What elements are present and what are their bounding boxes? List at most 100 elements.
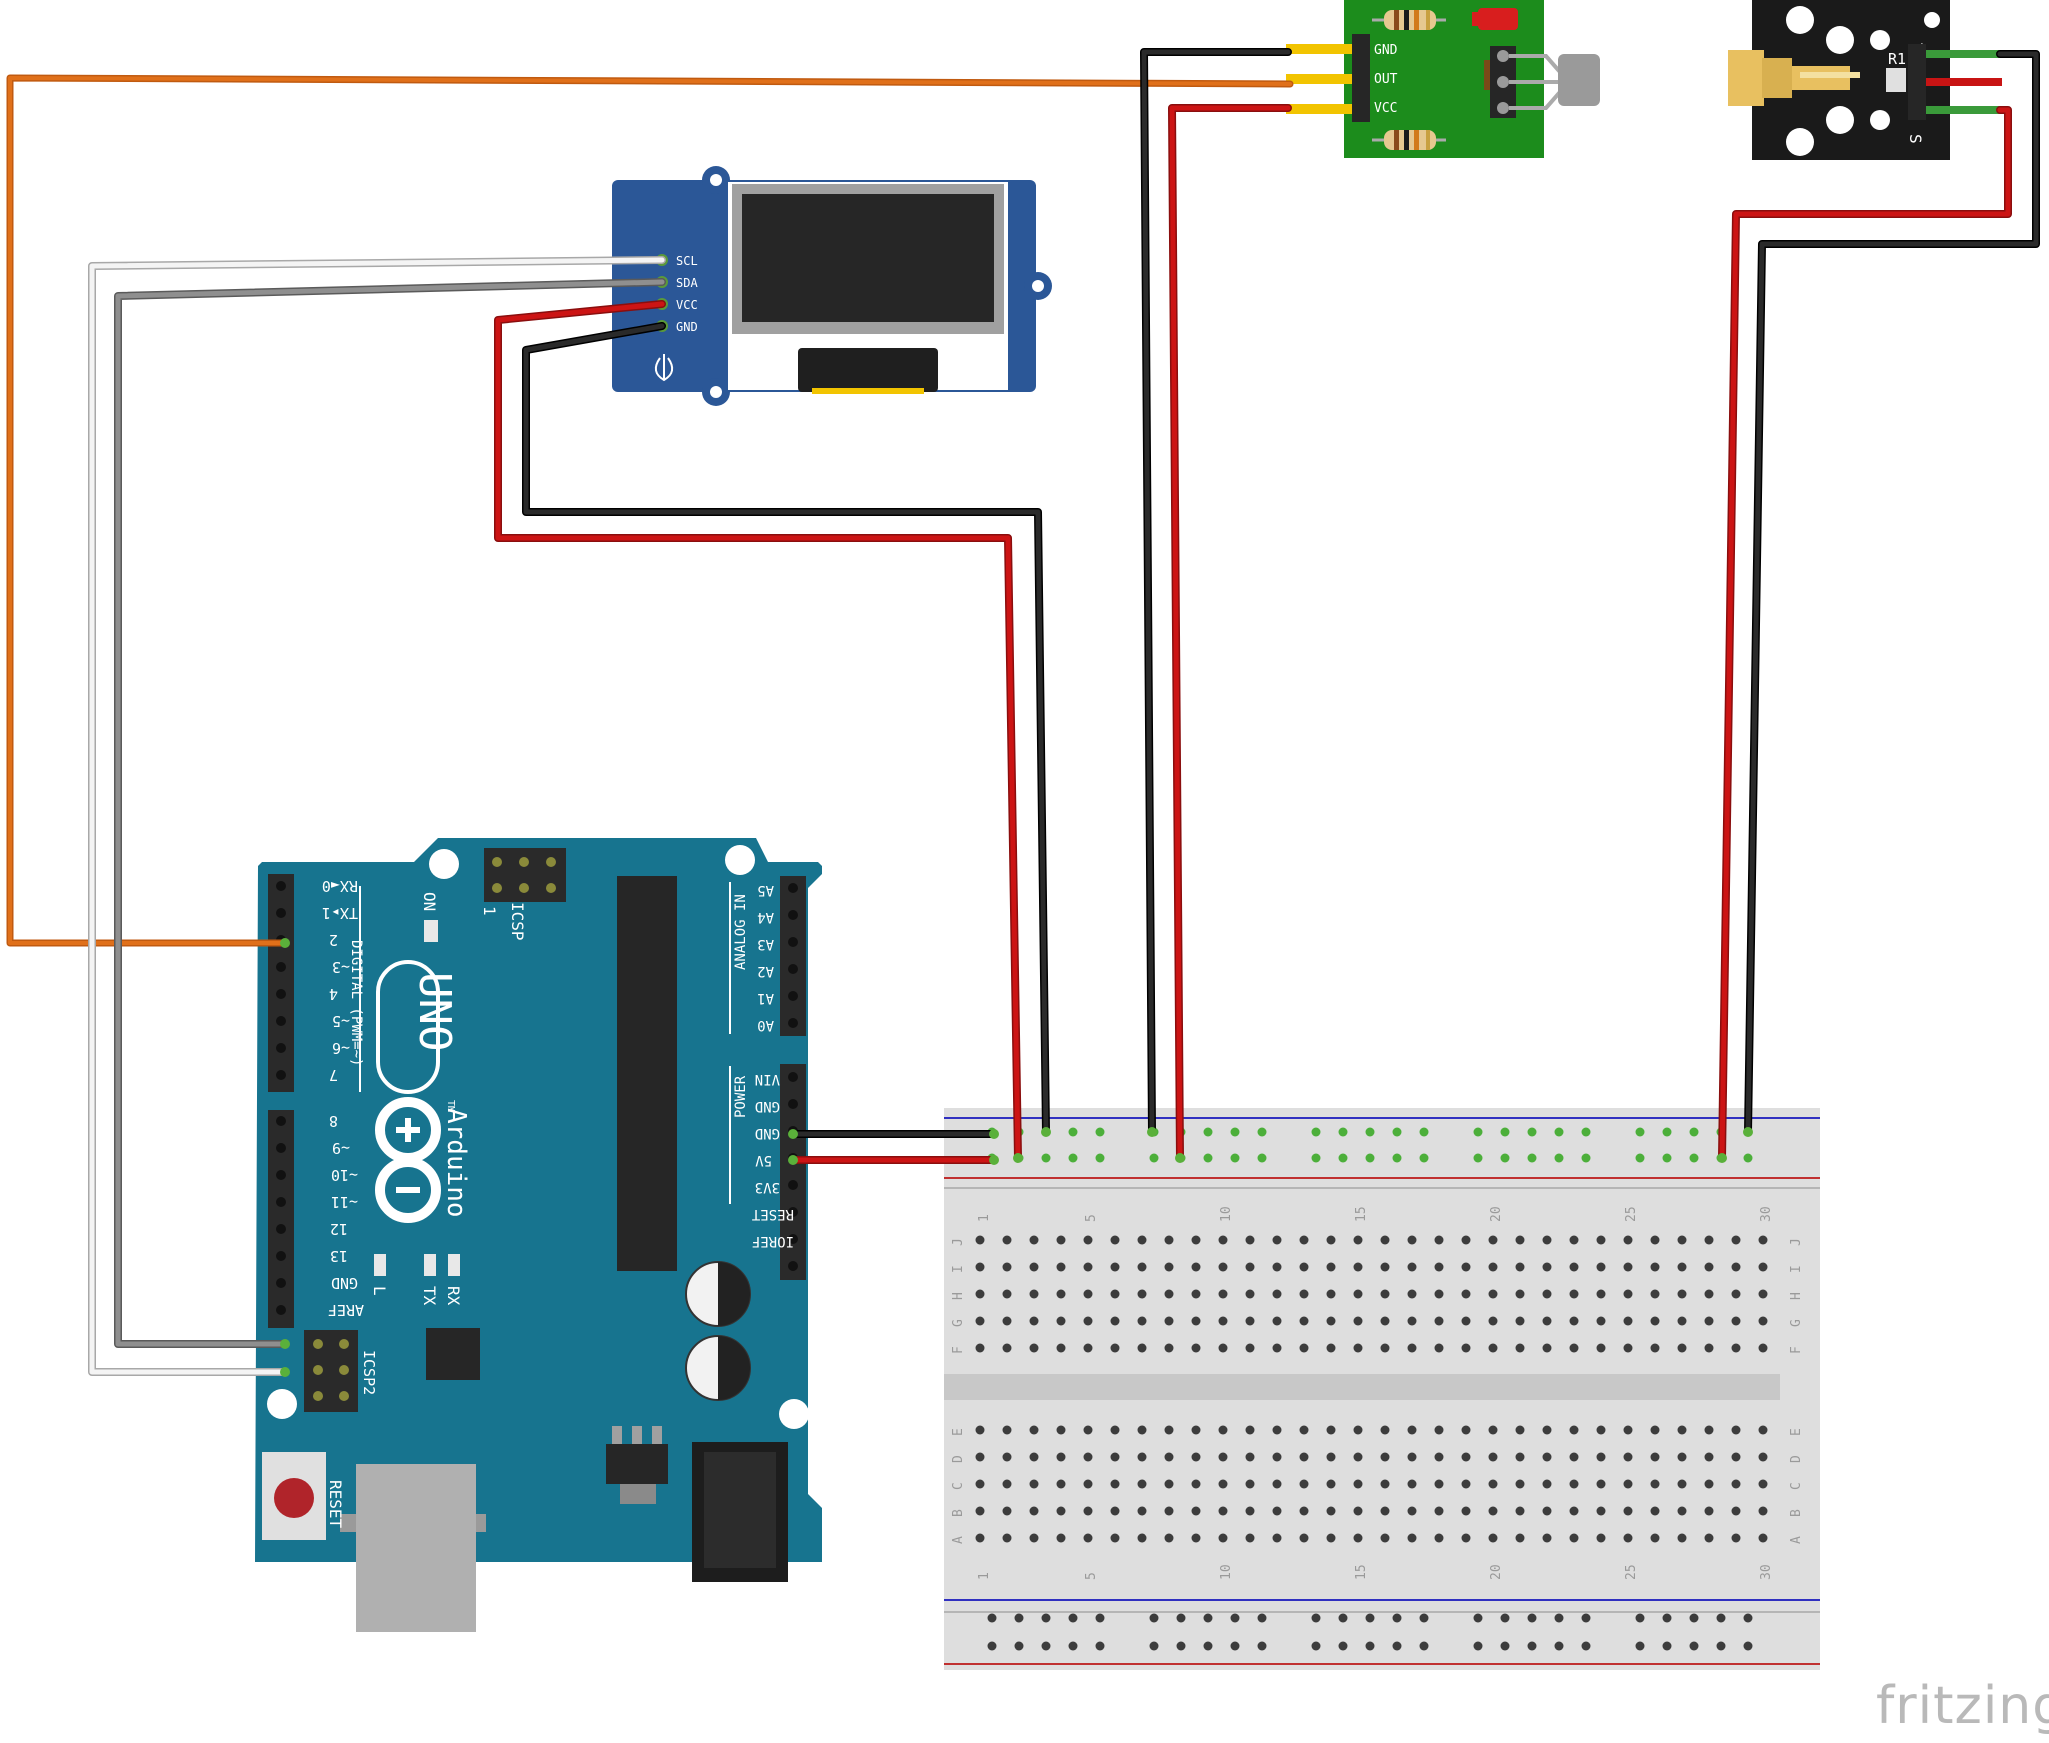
mount-hole xyxy=(725,845,755,875)
bb-row-letter: B xyxy=(1789,1509,1804,1517)
rail-hole xyxy=(1716,1613,1726,1623)
icsp-header xyxy=(484,848,566,902)
pin-label-8: 8 xyxy=(329,1112,338,1130)
rail-hole xyxy=(1500,1153,1510,1163)
header-pin-hole xyxy=(788,991,798,1001)
rail-hole xyxy=(1635,1127,1645,1137)
breadboard-hole xyxy=(1110,1316,1120,1326)
bb-row-letter: G xyxy=(1789,1319,1804,1327)
breadboard-hole xyxy=(1677,1533,1687,1543)
header-pin-hole xyxy=(276,1016,286,1026)
reset-button[interactable] xyxy=(262,1452,326,1540)
rail-hole xyxy=(1662,1153,1672,1163)
rail-hole xyxy=(1365,1641,1375,1651)
rail-hole xyxy=(1203,1641,1213,1651)
rail-hole xyxy=(1365,1153,1375,1163)
pin-label-tx1: TX▸1 xyxy=(322,904,358,922)
breadboard-hole xyxy=(1245,1262,1255,1272)
rail-hole xyxy=(1068,1641,1078,1651)
breadboard-hole xyxy=(1623,1343,1633,1353)
wires xyxy=(6,48,2040,1377)
header-pin-hole xyxy=(276,1116,286,1126)
pin-label-5v: 5V xyxy=(755,1152,772,1168)
rail-hole xyxy=(1203,1127,1213,1137)
rail-hole xyxy=(1338,1613,1348,1623)
breadboard-hole xyxy=(1758,1425,1768,1435)
rail-hole xyxy=(1041,1641,1051,1651)
bb-row-letter: I xyxy=(951,1265,966,1273)
header-pin-hole xyxy=(788,1207,798,1217)
bb-row-letter: F xyxy=(951,1346,966,1354)
rail-hole xyxy=(1473,1153,1483,1163)
rail-hole xyxy=(1068,1613,1078,1623)
breadboard-hole xyxy=(1002,1343,1012,1353)
breadboard-hole xyxy=(1272,1425,1282,1435)
resistor xyxy=(1372,10,1446,30)
breadboard-hole xyxy=(1191,1262,1201,1272)
breadboard-hole xyxy=(1083,1425,1093,1435)
breadboard-hole xyxy=(1272,1235,1282,1245)
breadboard-hole xyxy=(1164,1452,1174,1462)
header-pin-hole xyxy=(276,1043,286,1053)
oled-pin-gnd: GND xyxy=(676,320,698,334)
breadboard-hole xyxy=(1731,1289,1741,1299)
breadboard-hole xyxy=(1569,1479,1579,1489)
header-pin-hole xyxy=(276,908,286,918)
breadboard-hole xyxy=(1515,1452,1525,1462)
breadboard-hole xyxy=(1083,1479,1093,1489)
breadboard-hole xyxy=(1758,1452,1768,1462)
header-pin-hole xyxy=(788,883,798,893)
breadboard-hole xyxy=(1677,1506,1687,1516)
breadboard-hole xyxy=(1488,1533,1498,1543)
breadboard-hole xyxy=(1407,1343,1417,1353)
breadboard-hole xyxy=(1569,1262,1579,1272)
bb-col-number: 5 xyxy=(1084,1572,1099,1580)
breadboard-hole xyxy=(1623,1452,1633,1462)
uno-logo: UNO xyxy=(376,960,460,1094)
breadboard-hole xyxy=(1326,1289,1336,1299)
rail-hole xyxy=(987,1641,997,1651)
bb-col-number: 15 xyxy=(1354,1206,1369,1222)
breadboard-hole xyxy=(1083,1316,1093,1326)
bb-row-letter: H xyxy=(951,1292,966,1300)
breadboard-hole xyxy=(1758,1506,1768,1516)
breadboard-hole xyxy=(1245,1506,1255,1516)
breadboard-hole xyxy=(1596,1506,1606,1516)
breadboard-hole xyxy=(1083,1506,1093,1516)
breadboard-hole xyxy=(1677,1289,1687,1299)
breadboard-hole xyxy=(1623,1316,1633,1326)
on-led xyxy=(424,920,438,942)
breadboard-hole xyxy=(1407,1289,1417,1299)
rail-hole xyxy=(1257,1127,1267,1137)
breadboard-hole xyxy=(1515,1289,1525,1299)
breadboard-hole xyxy=(1380,1452,1390,1462)
header-pin-hole xyxy=(276,1224,286,1234)
breadboard-hole xyxy=(1704,1452,1714,1462)
pin-label-11: ~11 xyxy=(331,1193,358,1211)
breadboard-hole xyxy=(1353,1262,1363,1272)
breadboard-hole xyxy=(1218,1506,1228,1516)
tx-led xyxy=(424,1254,436,1276)
bb-col-number: 20 xyxy=(1489,1206,1504,1222)
arduino-text: Arduino xyxy=(441,1108,471,1218)
breadboard-hole xyxy=(1218,1479,1228,1489)
header-pin-hole xyxy=(276,962,286,972)
header-pin-hole xyxy=(276,1143,286,1153)
breadboard-hole xyxy=(1353,1235,1363,1245)
breadboard-hole xyxy=(1083,1262,1093,1272)
breadboard-hole xyxy=(1380,1479,1390,1489)
breadboard-hole xyxy=(1434,1425,1444,1435)
breadboard-hole xyxy=(1299,1235,1309,1245)
breadboard-hole xyxy=(1299,1533,1309,1543)
oled-ribbon xyxy=(798,348,938,392)
breadboard-hole xyxy=(1110,1235,1120,1245)
header-pin-hole xyxy=(788,1261,798,1271)
breadboard-hole xyxy=(1137,1235,1147,1245)
rail-hole xyxy=(1554,1127,1564,1137)
pin-label-ioref: IOREF xyxy=(752,1233,794,1249)
oled-pin-vcc: VCC xyxy=(676,298,698,312)
sensor-module: GND OUT VCC xyxy=(1286,0,1600,158)
rail-hole xyxy=(1689,1641,1699,1651)
breadboard-hole xyxy=(1569,1533,1579,1543)
icsp2-header xyxy=(304,1330,358,1412)
